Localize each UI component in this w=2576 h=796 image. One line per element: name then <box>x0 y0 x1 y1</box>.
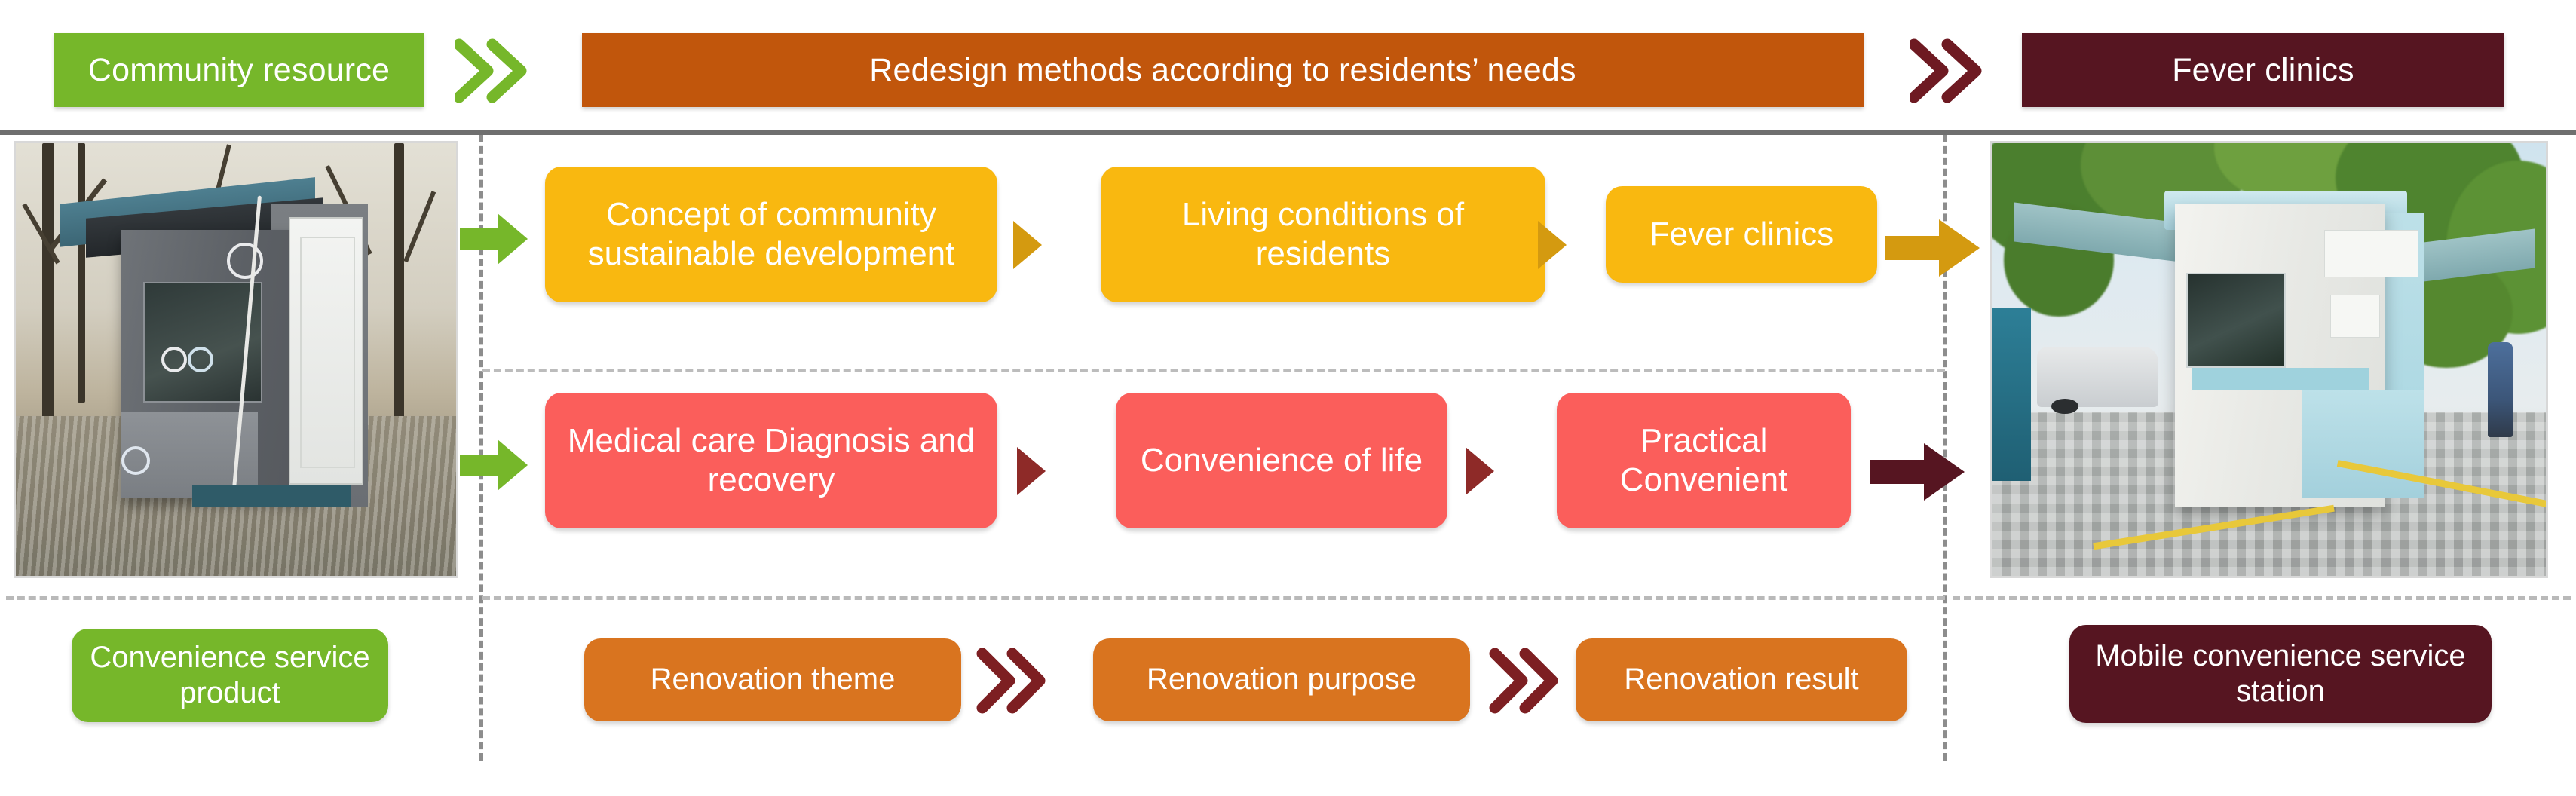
header-divider-rule <box>0 130 2576 135</box>
flow-box-fever-clinics[interactable]: Fever clinics <box>1606 186 1877 283</box>
legend-box-label: Renovation purpose <box>1146 663 1417 696</box>
arrow-triangle-right-red-2-icon <box>1463 444 1497 498</box>
flow-box-label: Living conditions of residents <box>1181 196 1465 272</box>
flow-box-convenience-of-life[interactable]: Convenience of life <box>1116 393 1447 528</box>
endpoint-box-label: Convenience service product <box>90 640 370 709</box>
legend-box-label: Renovation theme <box>650 663 896 696</box>
horizontal-dashed-divider-bottom-middle <box>482 596 1945 600</box>
flow-box-label: Practical Convenient <box>1619 422 1788 498</box>
flow-box-practical-convenient[interactable]: Practical Convenient <box>1557 393 1851 528</box>
legend-box-renovation-result[interactable]: Renovation result <box>1576 638 1907 721</box>
diagram-body: Concept of community sustainable develop… <box>0 135 2576 796</box>
vertical-dashed-divider-left <box>479 135 483 761</box>
arrow-triangle-right-red-1-icon <box>1014 444 1049 498</box>
horizontal-dashed-divider-bottom-right <box>1953 596 2571 600</box>
flow-box-living-conditions-of-residents[interactable]: Living conditions of residents <box>1101 167 1545 302</box>
header-stage-label: Fever clinics <box>2172 51 2354 88</box>
chevron-double-right-bottom-2-icon <box>1489 648 1560 714</box>
flow-box-concept-of-community-sustainable-development[interactable]: Concept of community sustainable develop… <box>545 167 997 302</box>
arrow-right-green-bottom-icon <box>460 436 529 494</box>
header-stage-community-resource[interactable]: Community resource <box>54 33 424 107</box>
header-stage-label: Redesign methods according to residents’… <box>869 51 1576 88</box>
chevron-double-right-green-icon <box>452 36 535 106</box>
arrow-right-green-top-icon <box>460 210 529 268</box>
arrow-triangle-right-yellow-2-icon <box>1535 218 1570 272</box>
header-stage-label: Community resource <box>87 51 391 88</box>
horizontal-dashed-divider-bottom-left <box>6 596 473 600</box>
flow-box-label: Fever clinics <box>1649 216 1834 253</box>
arrow-right-maroon-to-result-icon <box>1870 440 1966 504</box>
endpoint-box-mobile-convenience-service-station[interactable]: Mobile convenience service station <box>2069 625 2492 723</box>
endpoint-box-convenience-service-product[interactable]: Convenience service product <box>72 629 388 722</box>
legend-box-renovation-purpose[interactable]: Renovation purpose <box>1093 638 1470 721</box>
horizontal-dashed-divider-middle <box>482 369 1945 372</box>
header-stage-fever-clinics[interactable]: Fever clinics <box>2022 33 2504 107</box>
flow-box-medical-care-diagnosis-and-recovery[interactable]: Medical care Diagnosis and recovery <box>545 393 997 528</box>
legend-box-renovation-theme[interactable]: Renovation theme <box>584 638 961 721</box>
header-stage-redesign-methods[interactable]: Redesign methods according to residents’… <box>582 33 1864 107</box>
photo-community-resource-kiosk <box>14 141 458 578</box>
vertical-dashed-divider-right <box>1943 135 1947 761</box>
endpoint-box-label: Mobile convenience service station <box>2095 638 2466 708</box>
stage-header: Community resource Redesign methods acco… <box>0 0 2576 135</box>
flow-box-label: Concept of community sustainable develop… <box>587 196 955 272</box>
legend-box-label: Renovation result <box>1624 663 1859 696</box>
flow-box-label: Convenience of life <box>1140 442 1423 479</box>
chevron-double-right-bottom-1-icon <box>976 648 1047 714</box>
chevron-double-right-maroon-icon <box>1907 36 1990 106</box>
arrow-right-yellow-to-result-icon <box>1885 216 1981 280</box>
photo-mobile-convenience-service-station <box>1990 141 2548 578</box>
flow-box-label: Medical care Diagnosis and recovery <box>567 422 976 498</box>
arrow-triangle-right-yellow-1-icon <box>1010 218 1045 272</box>
